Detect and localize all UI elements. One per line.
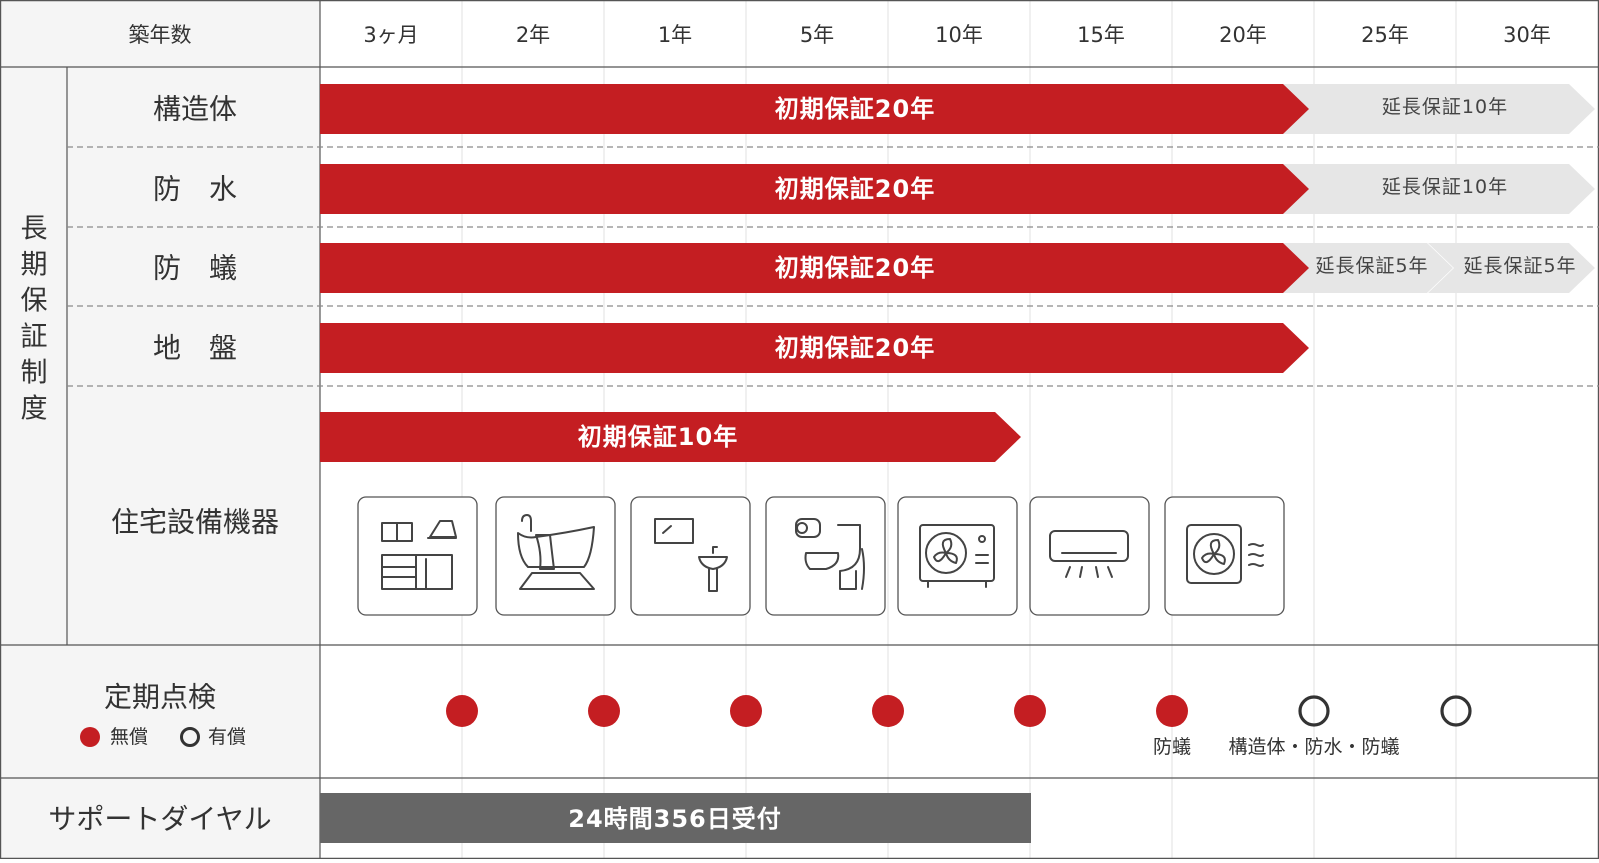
- inspection-free-dot: [1156, 695, 1188, 727]
- year-label: 2年: [516, 23, 550, 47]
- extension-label: 延長保証10年: [1382, 176, 1508, 198]
- ventilation-fan-icon: [1164, 496, 1285, 616]
- inspection-label: 定期点検: [104, 681, 216, 714]
- row-label: 地 盤: [153, 332, 237, 365]
- inspection-free-dot: [446, 695, 478, 727]
- kitchen-icon: [357, 496, 478, 616]
- extension-arrow: [1282, 243, 1453, 293]
- equipment-warranty-bar: [320, 412, 1021, 462]
- group-label-char: 長: [21, 214, 48, 245]
- extension-arrow: [1282, 164, 1595, 214]
- group-label-char: 証: [21, 322, 48, 353]
- inspection-note: 構造体・防水・防蟻: [1228, 736, 1399, 758]
- year-label: 30年: [1503, 23, 1551, 47]
- row-label: 構造体: [153, 93, 237, 126]
- bathtub-icon: [495, 496, 616, 616]
- group-label-char: 度: [21, 394, 48, 425]
- label-column-bg: [0, 0, 320, 859]
- group-label-char: 期: [21, 250, 48, 281]
- support-label: サポートダイヤル: [48, 803, 271, 836]
- inspection-free-dot: [1014, 695, 1046, 727]
- initial-warranty-label: 初期保証20年: [775, 175, 935, 203]
- support-bar-label: 24時間356日受付: [568, 805, 782, 833]
- equipment-icons: [357, 496, 1285, 616]
- water-heater-icon: [897, 496, 1018, 616]
- initial-warranty-bar: [320, 164, 1309, 214]
- extension-label: 延長保証10年: [1382, 96, 1508, 118]
- free-legend-label: 無償: [110, 726, 148, 748]
- year-label: 10年: [935, 23, 983, 47]
- warranty-bars: 延長保証10年初期保証20年延長保証10年初期保証20年延長保証5年延長保証5年…: [320, 84, 1595, 462]
- year-label: 1年: [658, 23, 692, 47]
- group-label-char: 保: [21, 286, 48, 317]
- year-labels: 3ヶ月 2年 1年 5年 10年 15年 20年 25年 30年: [363, 23, 1551, 47]
- extension-arrow: [1428, 243, 1595, 293]
- year-label: 5年: [800, 23, 834, 47]
- row-label: 防 蟻: [153, 252, 237, 285]
- year-label: 25年: [1361, 23, 1409, 47]
- initial-warranty-label: 初期保証20年: [775, 95, 935, 123]
- initial-warranty-bar: [320, 243, 1309, 293]
- group-label-char: 制: [21, 358, 48, 389]
- inspection-paid-dot: [1298, 695, 1330, 727]
- header-label: 築年数: [129, 23, 192, 47]
- washbasin-icon: [630, 496, 751, 616]
- air-conditioner-icon: [1029, 496, 1150, 616]
- year-label: 20年: [1219, 23, 1267, 47]
- initial-warranty-bar: [320, 84, 1309, 134]
- equipment-label: 住宅設備機器: [111, 506, 279, 539]
- long-term-group-label: 長期保証制度: [21, 214, 48, 425]
- free-legend-dot: [80, 727, 100, 747]
- year-label: 3ヶ月: [363, 23, 418, 47]
- row-dividers: [67, 146, 1599, 387]
- support-bar: [320, 793, 1031, 843]
- inspection-paid-dot: [1440, 695, 1472, 727]
- extension-arrow: [1282, 84, 1595, 134]
- extension-label: 延長保証5年: [1315, 255, 1428, 277]
- inspection-free-dot: [872, 695, 904, 727]
- equipment-warranty-label: 初期保証10年: [578, 423, 738, 451]
- year-label: 15年: [1077, 23, 1125, 47]
- inspection-points: 防蟻 構造体・防水・防蟻: [446, 695, 1472, 758]
- toilet-icon: [765, 496, 886, 616]
- paid-legend-dot: [180, 727, 200, 747]
- initial-warranty-label: 初期保証20年: [775, 334, 935, 362]
- row-label: 防 水: [153, 173, 237, 206]
- inspection-note: 防蟻: [1153, 736, 1191, 758]
- initial-warranty-bar: [320, 323, 1309, 373]
- inspection-free-dot: [730, 695, 762, 727]
- paid-legend-label: 有償: [208, 726, 246, 748]
- initial-warranty-label: 初期保証20年: [775, 254, 935, 282]
- inspection-free-dot: [588, 695, 620, 727]
- extension-label: 延長保証5年: [1463, 255, 1576, 277]
